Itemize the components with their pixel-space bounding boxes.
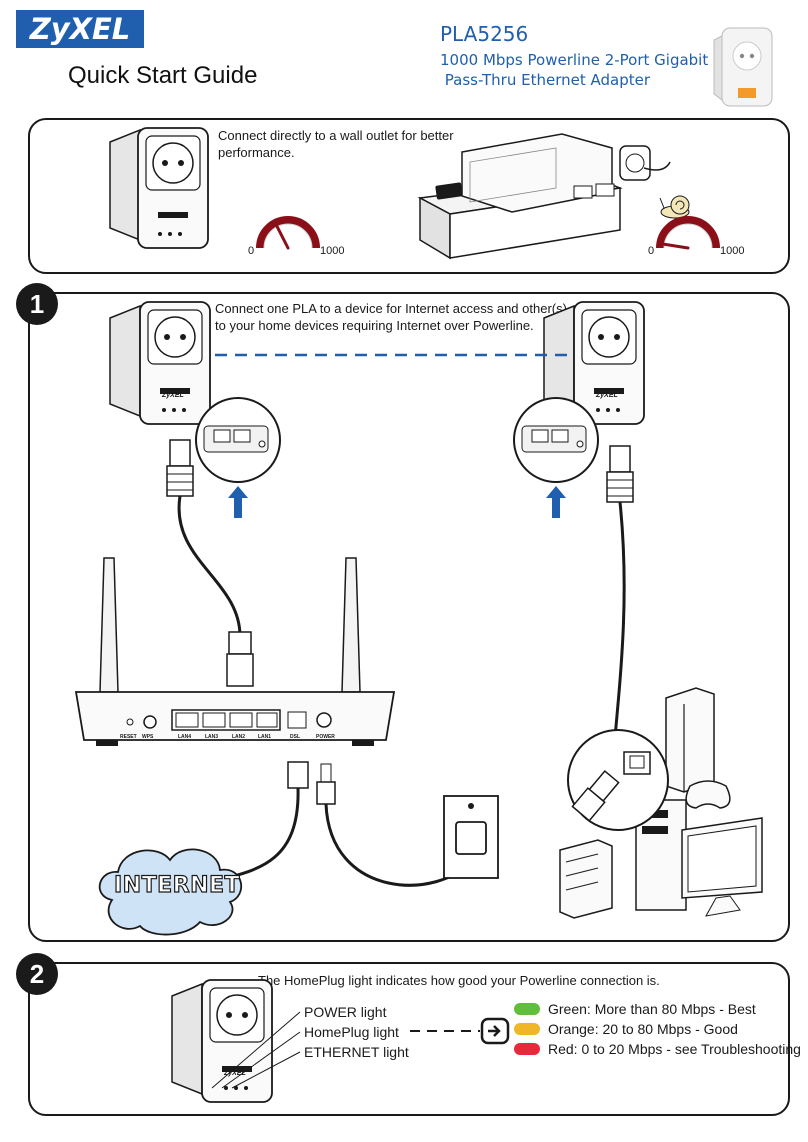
port-label-lan2: LAN2 xyxy=(232,734,246,740)
legend-orange: Orange: 20 to 80 Mbps - Good xyxy=(548,1021,738,1037)
port-label-lan4: LAN4 xyxy=(178,734,192,740)
legend-red: Red: 0 to 20 Mbps - see Troubleshooting xyxy=(548,1041,801,1057)
legend-green: Green: More than 80 Mbps - Best xyxy=(548,1001,756,1017)
pla-left-brand: ZyXEL xyxy=(162,392,184,399)
guide-title: Quick Start Guide xyxy=(68,62,258,89)
poor-gauge-max: 1000 xyxy=(720,245,745,257)
pla-right-brand: ZyXEL xyxy=(596,392,618,399)
ethernet-light-label: ETHERNET light xyxy=(304,1044,409,1060)
product-subtitle: 1000 Mbps Powerline 2-Port Gigabit Pass-… xyxy=(440,50,708,90)
port-label-wps: WPS xyxy=(142,734,154,740)
step2-panel xyxy=(28,962,790,1116)
step2-pla-brand: ZyXEL xyxy=(224,1070,246,1077)
step1-note: Connect one PLA to a device for Internet… xyxy=(215,300,567,334)
intro-note-line-2: performance. xyxy=(218,145,295,160)
red-light-swatch xyxy=(514,1043,540,1055)
intro-note-line-1: Connect directly to a wall outlet for be… xyxy=(218,128,454,143)
poor-gauge-min: 0 xyxy=(648,245,655,257)
step1-panel xyxy=(28,292,790,942)
port-label-reset: RESET xyxy=(120,734,137,740)
power-light-label: POWER light xyxy=(304,1004,387,1020)
step2-note: The HomePlug light indicates how good yo… xyxy=(258,973,660,988)
model-name: PLA5256 xyxy=(440,22,529,46)
good-gauge-max: 1000 xyxy=(320,245,345,257)
port-label-lan1: LAN1 xyxy=(258,734,272,740)
zyxel-logo: ZyXEL xyxy=(16,10,144,48)
good-gauge-min: 0 xyxy=(248,245,255,257)
step1-note-line-2: to your home devices requiring Internet … xyxy=(215,318,534,333)
port-label-dsl: DSL xyxy=(290,734,300,740)
port-label-power: POWER xyxy=(316,734,335,740)
internet-cloud-label: INTERNET xyxy=(113,872,241,898)
port-label-lan3: LAN3 xyxy=(205,734,219,740)
orange-light-swatch xyxy=(514,1023,540,1035)
subtitle-line-1: 1000 Mbps Powerline 2-Port Gigabit xyxy=(440,51,709,69)
green-light-swatch xyxy=(514,1003,540,1015)
step2-badge: 2 xyxy=(16,953,58,995)
step1-note-line-1: Connect one PLA to a device for Internet… xyxy=(215,301,567,316)
step1-badge: 1 xyxy=(16,283,58,325)
homeplug-light-label: HomePlug light xyxy=(304,1024,399,1040)
intro-note: Connect directly to a wall outlet for be… xyxy=(218,127,454,161)
subtitle-line-2: Pass-Thru Ethernet Adapter xyxy=(440,71,650,89)
router-port-labels: RESET WPS LAN4 LAN3 LAN2 LAN1 DSL POWER xyxy=(120,734,360,744)
